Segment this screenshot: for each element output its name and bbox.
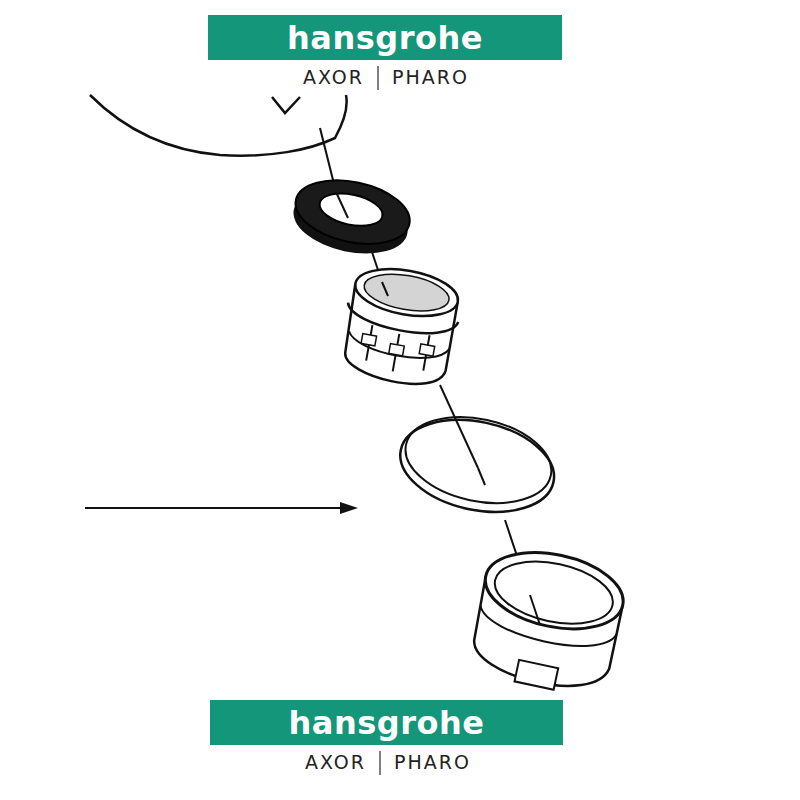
brand-name: PHARO: [394, 751, 471, 773]
logo-text: hansgrohe: [289, 704, 485, 742]
logo-band: hansgrohe: [208, 15, 562, 60]
brand-name: PHARO: [392, 66, 469, 88]
logo-text: hansgrohe: [287, 19, 483, 57]
logo-band: hansgrohe: [210, 700, 563, 745]
brand-name: AXOR: [303, 66, 364, 88]
brand-name: AXOR: [305, 751, 366, 773]
